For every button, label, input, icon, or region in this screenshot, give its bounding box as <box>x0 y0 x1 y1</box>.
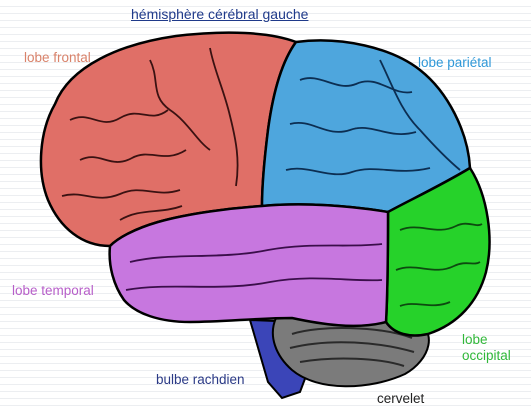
label-parietal-lobe: lobe pariétal <box>418 55 492 71</box>
label-occipital-line2: occipital <box>462 348 511 364</box>
label-frontal-lobe: lobe frontal <box>24 50 91 66</box>
label-cerebellum: cervelet <box>377 391 424 407</box>
label-occipital-lobe: lobe occipital <box>462 332 511 364</box>
label-temporal-lobe: lobe temporal <box>12 283 94 299</box>
label-occipital-line1: lobe <box>462 332 511 348</box>
label-brainstem: bulbe rachdien <box>156 372 245 388</box>
diagram-title: hémisphère cérébral gauche <box>131 6 308 23</box>
